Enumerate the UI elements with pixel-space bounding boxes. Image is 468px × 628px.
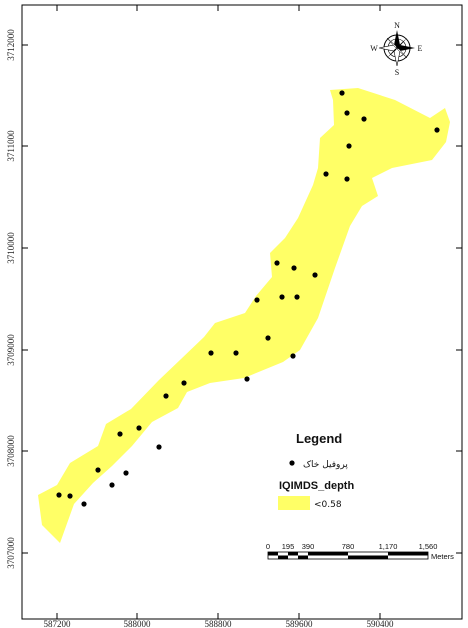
- x-tick-label: 590400: [367, 619, 395, 628]
- x-tick-label: 587200: [44, 619, 72, 628]
- scale-label: 390: [302, 542, 315, 551]
- soil-profile-point: [434, 127, 440, 133]
- scale-label: 0: [266, 542, 270, 551]
- soil-profile-point: [339, 90, 345, 96]
- soil-profile-point: [312, 272, 318, 278]
- compass-w: W: [370, 44, 378, 53]
- legend-points-label: پروفیل خاک: [303, 459, 348, 470]
- soil-profile-points: [56, 90, 440, 507]
- legend-point-symbol: [289, 460, 295, 466]
- soil-profile-point: [109, 482, 115, 488]
- soil-profile-point: [117, 431, 123, 437]
- north-arrow-icon: N S E W: [370, 21, 422, 77]
- soil-profile-point: [233, 350, 239, 356]
- soil-profile-point: [254, 297, 260, 303]
- compass-e: E: [418, 44, 423, 53]
- scale-label: 195: [282, 542, 295, 551]
- y-tick-label: 3712000: [6, 29, 16, 61]
- legend-class-swatch: [278, 496, 310, 510]
- soil-profile-point: [95, 467, 101, 473]
- soil-profile-point: [294, 294, 300, 300]
- scale-label: 1,170: [379, 542, 398, 551]
- soil-profile-point: [136, 425, 142, 431]
- soil-profile-point: [290, 353, 296, 359]
- compass-n: N: [394, 21, 400, 30]
- soil-profile-point: [265, 335, 271, 341]
- x-tick-label: 588800: [205, 619, 233, 628]
- soil-profile-point: [323, 171, 329, 177]
- map-neatline: [21, 4, 463, 620]
- y-tick-label: 3710000: [6, 232, 16, 264]
- y-tick-label: 3709000: [6, 334, 16, 366]
- study-area-polygon: [38, 88, 450, 543]
- soil-profile-point: [181, 380, 187, 386]
- compass-s: S: [395, 68, 399, 77]
- x-tick-label: 588000: [124, 619, 152, 628]
- soil-profile-point: [291, 265, 297, 271]
- soil-profile-point: [279, 294, 285, 300]
- soil-profile-point: [81, 501, 87, 507]
- y-tick-label: 3711000: [6, 130, 16, 162]
- y-tick-label: 3707000: [6, 537, 16, 569]
- legend-layer-name: IQIMDS_depth: [279, 480, 354, 492]
- scale-bar: 0 195 390 780 1,170 1,560 Meters: [266, 542, 454, 561]
- scale-unit: Meters: [431, 552, 454, 561]
- legend-title: Legend: [296, 431, 342, 446]
- y-tick-label: 3708000: [6, 435, 16, 467]
- soil-profile-point: [346, 143, 352, 149]
- y-axis-ticks: 3712000 3711000 3710000 3709000 3708000 …: [6, 29, 462, 569]
- scale-label: 780: [342, 542, 355, 551]
- soil-profile-point: [344, 110, 350, 116]
- x-axis-ticks: 587200 588000 588800 589600 590400: [44, 5, 395, 628]
- soil-profile-point: [156, 444, 162, 450]
- soil-profile-point: [67, 493, 73, 499]
- soil-profile-point: [244, 376, 250, 382]
- legend: Legend پروفیل خاک IQIMDS_depth <0.58: [278, 431, 354, 510]
- soil-profile-point: [361, 116, 367, 122]
- x-tick-label: 589600: [286, 619, 314, 628]
- soil-profile-point: [163, 393, 169, 399]
- soil-profile-point: [123, 470, 129, 476]
- soil-profile-point: [344, 176, 350, 182]
- soil-profile-point: [56, 492, 62, 498]
- soil-profile-point: [274, 260, 280, 266]
- scale-label: 1,560: [419, 542, 438, 551]
- soil-profile-point: [208, 350, 214, 356]
- legend-class-label: <0.58: [314, 500, 342, 510]
